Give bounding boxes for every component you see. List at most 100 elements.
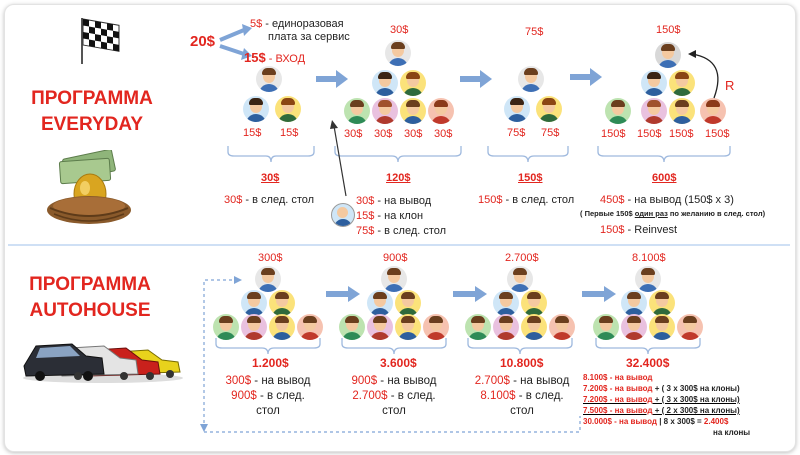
stage4-withdraw: 450$ - на вывод (150$ х 3) [600,194,734,206]
avatar [243,96,269,122]
stage3-label-right: 75$ [541,127,560,139]
stage4-first-note: ( Первые 150$ один раз по желанию в след… [580,209,765,218]
stage3-note: 150$ - в след. стол [478,194,574,206]
entry-amount: 20$ [190,33,216,50]
stage4-label: 150$ [705,128,730,140]
s4-line1-amount: 450$ [600,194,625,206]
table3-total: 10.800$ [500,356,544,370]
golden-egg-nest-icon [47,150,131,224]
s2-line3-text: - в след. стол [374,225,447,237]
avatar [213,314,239,340]
t3-l3-text: стол [510,405,534,417]
table1-notes: 300$ - на вывод 900$ - в след. стол [218,374,318,419]
fs-d: 2.400$ [703,417,729,426]
avatar [635,266,661,292]
s4-line2-post: по желанию в след. стол) [667,209,766,218]
s2-line1-text: - на вывод [374,195,432,207]
avatar [518,66,544,92]
stage1-note-text: - в след. стол [242,194,315,206]
t3-l2-text: - в след. [515,390,564,402]
s2-line3-amount: 75$ [356,225,375,237]
stage1-note-amount: 30$ [224,194,243,206]
s4-line1-text: - на вывод (150$ х 3) [624,194,734,206]
next-table-arrow [582,286,616,302]
t3-l2-amount: 8.100$ [480,390,516,402]
table4-top-amount: 8.100$ [632,252,666,264]
avatar [621,314,647,340]
avatar [649,290,675,316]
avatar [275,96,301,122]
avatar [655,42,681,68]
stage4-reinvest: 150$ - Reinvest [600,224,677,236]
clone-arrow [330,120,347,197]
autohouse-title-line2: AUTOHOUSE [29,300,151,321]
f3-a: 7.200$ [583,395,608,404]
everyday-program-title: ПРОГРАММА EVERYDAY [22,86,162,138]
avatar [465,314,491,340]
avatar [269,290,295,316]
f2-b: - на вывод [607,384,653,393]
t2-l2-text: - в след. [387,390,436,402]
stage2-label: 30$ [374,128,393,140]
avatar [700,98,726,124]
avatar [649,314,675,340]
avatar [641,70,667,96]
fs-a: 30.000$ [583,417,612,426]
avatar [400,70,426,96]
f1-b: - на вывод [607,373,653,382]
cars-illustration-icon [23,343,183,383]
t2-l2-amount: 2.700$ [352,390,388,402]
avatar [381,266,407,292]
s4-line3-text: - Reinvest [624,224,678,236]
autohouse-title-line1: ПРОГРАММА [29,274,151,295]
stage1-label-left: 15$ [243,127,262,139]
avatar [669,98,695,124]
avatar [504,96,530,122]
stage3-top-amount: 75$ [525,26,544,38]
table1-top-amount: 300$ [258,252,283,264]
reinvest-letter: R [725,78,735,93]
stage3-note-text: - в след. стол [502,194,575,206]
fs-c: | 8 х 300$ = [656,417,704,426]
t1-l2-amount: 900$ [231,390,257,402]
avatar [367,314,393,340]
everyday-title-line1: ПРОГРАММА [31,88,153,109]
fs-b: - на вывод [611,417,657,426]
table4-total: 32.400$ [626,356,670,370]
stage2-total: 120$ [386,172,411,184]
table4-breakdown: 8.100$ - на вывод 7.200$ - на вывод + ( … [583,372,750,438]
t2-l3-text: стол [382,405,406,417]
t3-l1-text: - на вывод [509,375,570,387]
avatar [521,314,547,340]
stage3-total: 150$ [518,172,543,184]
t2-l1-text: - на вывод [377,375,437,387]
fee-text-line2: плата за сервис [268,31,350,43]
avatar [400,98,426,124]
f3-c: + ( 3 х 300$ на клоны) [652,395,740,404]
table3-top-amount: 2.700$ [505,252,539,264]
table2-notes: 900$ - на вывод 2.700$ - в след. стол [342,374,446,419]
stage4-label: 150$ [601,128,626,140]
stage2-breakdown: 30$ - на вывод 15$ - на клон 75$ - в сле… [356,194,446,239]
stage3-label-left: 75$ [507,127,526,139]
fee-amount: 5$ [250,18,263,30]
entry-part-amount: 15$ [244,50,266,65]
avatar [493,314,519,340]
avatar [621,290,647,316]
s4-line3-amount: 150$ [600,224,625,236]
avatar [395,290,421,316]
next-stage-arrow [316,70,348,88]
avatar [428,98,454,124]
avatar [593,314,619,340]
avatar [339,314,365,340]
f2-c: + ( 3 х 300$ на клоны) [652,384,740,393]
t3-l1-amount: 2.700$ [474,375,510,387]
next-stage-arrow [570,68,602,86]
stage2-label: 30$ [404,128,423,140]
f3-b: - на вывод [607,395,653,404]
stage1-note: 30$ - в след. стол [224,194,314,206]
table2-total: 3.600$ [380,356,417,370]
t1-l1-text: - на вывод [251,375,311,387]
